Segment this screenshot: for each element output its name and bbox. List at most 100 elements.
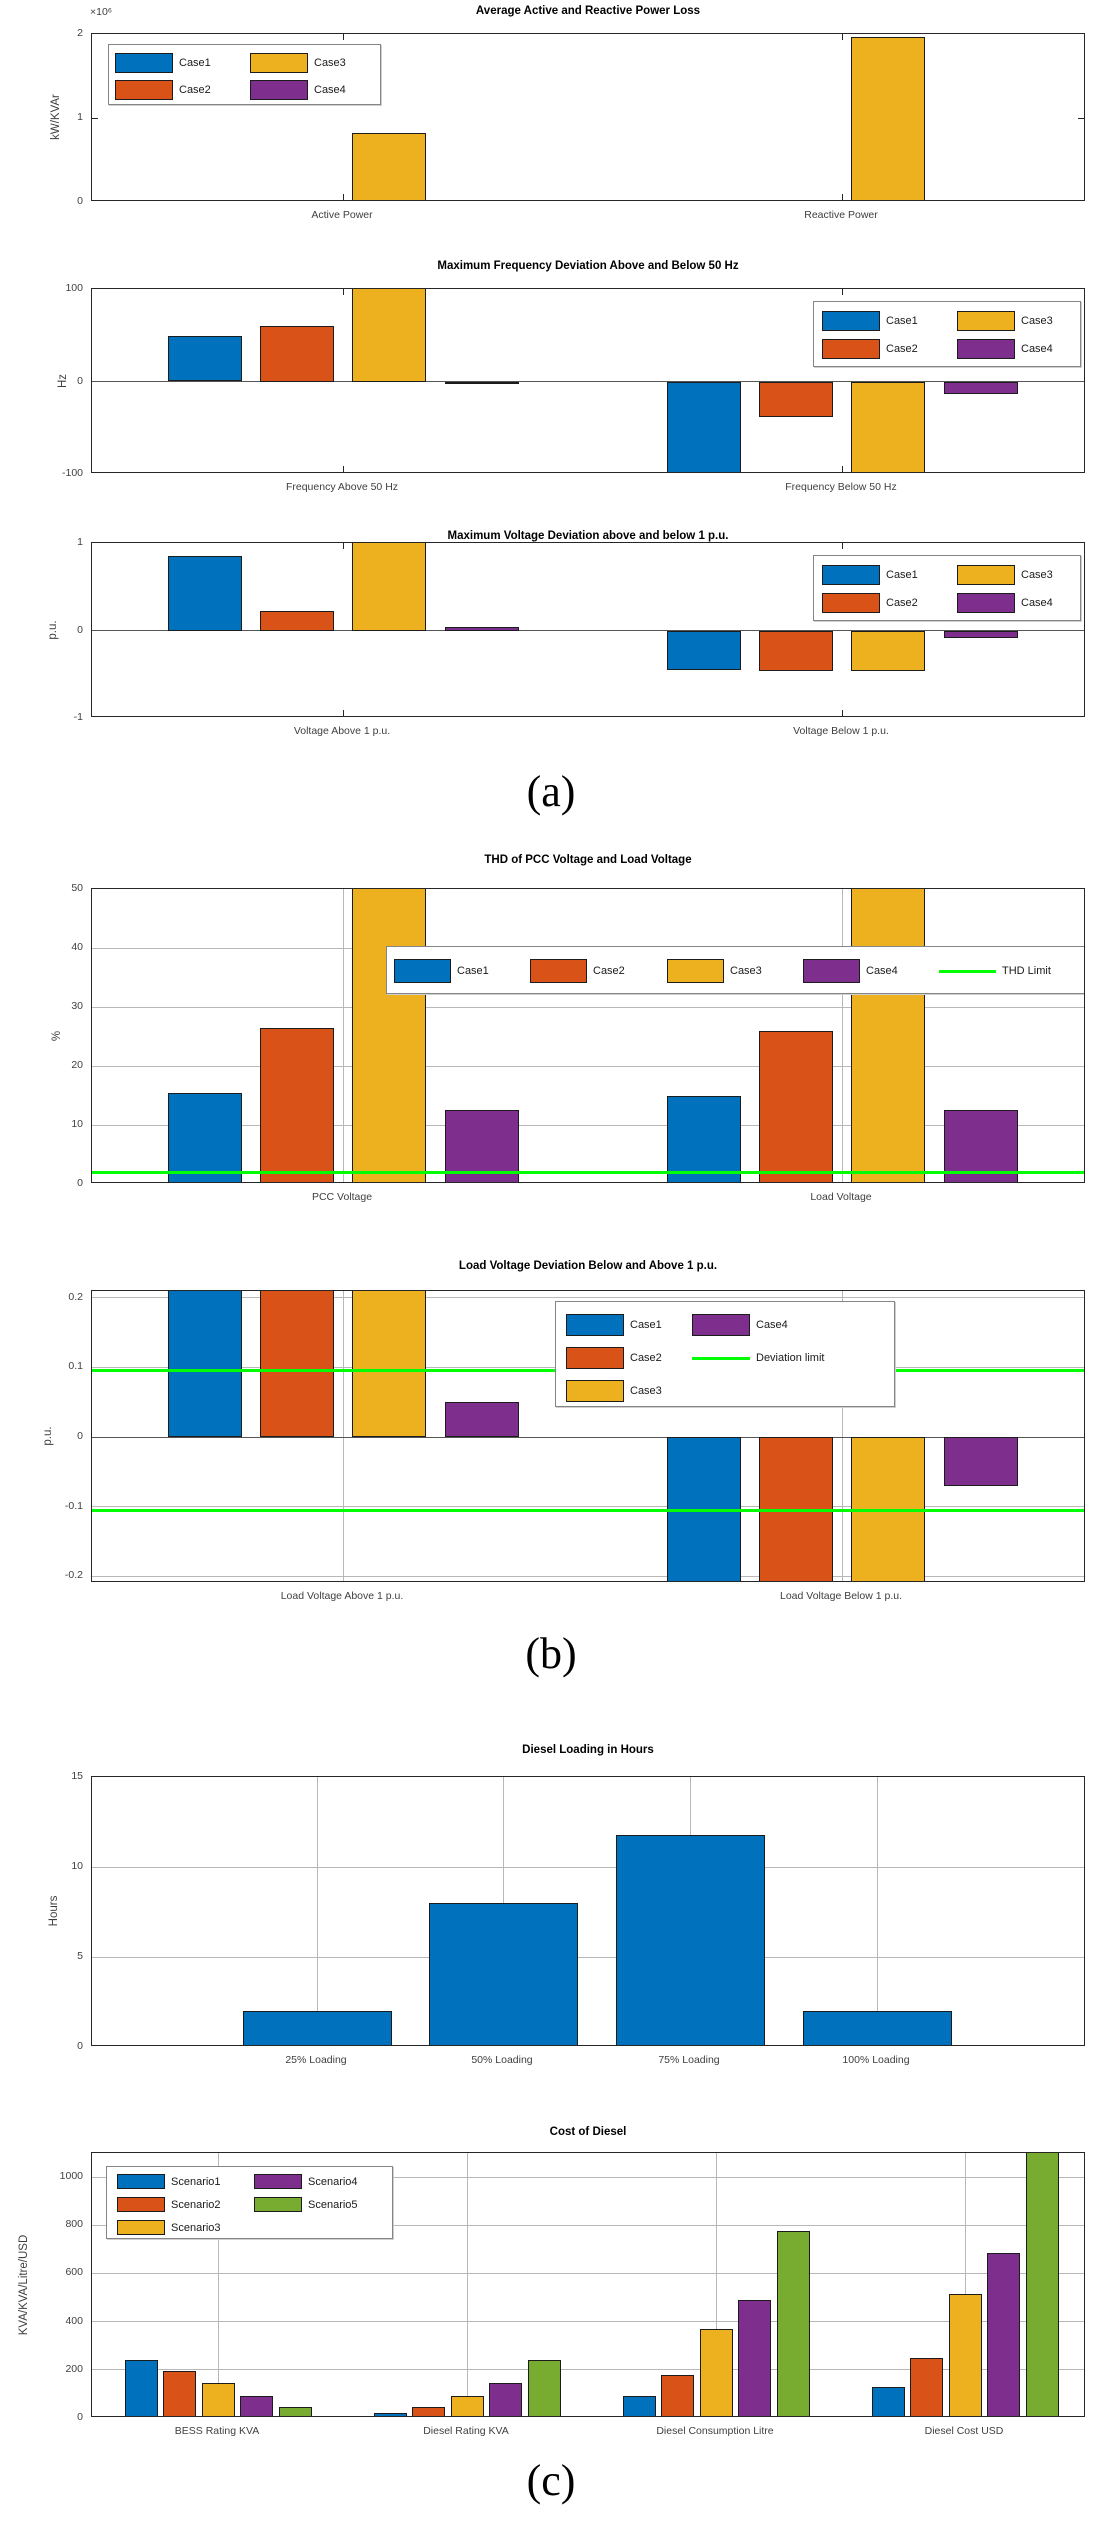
x-category-label: 25% Loading <box>285 2054 347 2066</box>
bar-case4-0 <box>444 1402 519 1437</box>
legend-swatch <box>117 2174 165 2189</box>
x-category-label: Diesel Rating KVA <box>423 2425 509 2437</box>
gridline-vertical <box>715 2153 717 2416</box>
zero-line <box>92 1436 1084 1438</box>
x-category-label: Diesel Consumption Litre <box>656 2425 774 2437</box>
x-category-label: 100% Loading <box>842 2054 910 2066</box>
x-tick-mark <box>342 543 344 549</box>
legend-label: Deviation limit <box>756 1352 825 1364</box>
legend-swatch <box>566 1314 624 1336</box>
chart-voltage-deviation-title: Maximum Voltage Deviation above and belo… <box>447 530 729 542</box>
bar-case4-1 <box>943 1437 1018 1486</box>
x-tick-mark <box>841 289 843 295</box>
legend-label: Case1 <box>179 57 211 69</box>
legend-swatch <box>530 959 587 983</box>
bar-case1-0 <box>167 556 242 631</box>
y-tick-label: 0 <box>77 374 83 387</box>
x-category-label: Diesel Cost USD <box>924 2425 1004 2437</box>
x-category-label: 50% Loading <box>471 2054 533 2066</box>
x-category-label: Reactive Power <box>804 209 878 221</box>
y-tick-label: 2 <box>77 27 83 39</box>
bar-scenario1-2 <box>622 2396 656 2416</box>
x-category-label: Frequency Above 50 Hz <box>285 481 399 493</box>
gridline-vertical <box>342 1291 344 1581</box>
y-tick-label: 30 <box>71 1000 83 1012</box>
legend-swatch <box>394 959 451 983</box>
legend-label: THD Limit <box>1002 965 1051 977</box>
y-tick-label: 600 <box>65 2266 83 2279</box>
legend-swatch <box>566 1380 624 1402</box>
bar-case4-1 <box>943 381 1018 394</box>
legend-swatch <box>957 565 1015 585</box>
y-tick-label: 400 <box>65 2314 83 2327</box>
chart-power-loss-title: Average Active and Reactive Power Loss <box>475 5 701 17</box>
bar-scenario4-2 <box>738 2299 771 2416</box>
bar-hours-3 <box>802 2011 952 2045</box>
y-tick-label: 200 <box>65 2362 83 2375</box>
legend-label: Scenario3 <box>171 2221 221 2234</box>
legend-swatch <box>822 565 880 585</box>
x-tick-mark <box>342 710 344 716</box>
y-tick-label: 0.1 <box>68 1360 83 1373</box>
x-category-label: Active Power <box>311 209 373 221</box>
legend-swatch <box>250 80 308 100</box>
legend-swatch <box>254 2174 302 2189</box>
gridline-horizontal <box>92 1575 1084 1577</box>
legend-label: Case4 <box>866 965 898 977</box>
bar-case3-0 <box>352 543 427 631</box>
gridline-vertical <box>217 2153 219 2416</box>
bar-case1-0 <box>167 1291 242 1437</box>
legend-label: Case3 <box>630 1385 662 1397</box>
gridline-horizontal <box>92 1124 1084 1126</box>
gridline-vertical <box>841 1291 843 1581</box>
bar-case3-0 <box>352 133 427 200</box>
y-tick-label: 0 <box>77 2040 83 2052</box>
x-tick-mark <box>342 466 344 472</box>
x-category-label: Load Voltage <box>810 1191 872 1203</box>
y-tick-label: 1 <box>77 536 83 548</box>
y-tick-label: 0 <box>77 1430 83 1442</box>
x-category-label: PCC Voltage <box>311 1191 373 1203</box>
gridline-horizontal <box>92 1006 1084 1008</box>
gridline-horizontal <box>92 1956 1084 1958</box>
bar-case3-0 <box>352 1291 427 1437</box>
x-category-label: Voltage Above 1 p.u. <box>293 725 391 737</box>
legend-swatch <box>822 339 880 359</box>
legend-swatch <box>957 311 1015 331</box>
legend-swatch <box>250 53 308 73</box>
y-tick-label: 15 <box>71 1770 83 1782</box>
legend-label: Case4 <box>1021 343 1053 355</box>
bar-case3-0 <box>352 889 427 1182</box>
bar-case4-1 <box>943 1110 1018 1182</box>
y-tick-label: 10 <box>71 1860 83 1872</box>
y-tick-label: -100 <box>61 467 83 479</box>
bar-scenario4-0 <box>240 2396 273 2416</box>
legend-label: Case3 <box>1021 569 1053 581</box>
x-tick-mark <box>841 34 843 40</box>
bar-case1-1 <box>666 630 741 670</box>
legend-swatch <box>822 311 880 331</box>
gridline-horizontal <box>92 2272 1084 2274</box>
bar-scenario3-3 <box>948 2293 982 2416</box>
x-tick-mark <box>342 194 344 200</box>
legend-swatch <box>957 593 1015 613</box>
legend-label: Scenario4 <box>308 2175 358 2188</box>
y-tick-label: 0.2 <box>68 1290 83 1303</box>
y-tick-label: 0 <box>77 623 83 636</box>
zero-line <box>92 381 1084 382</box>
gridline-horizontal <box>92 2224 1084 2226</box>
bar-scenario3-1 <box>450 2396 484 2416</box>
gridline-horizontal <box>92 2321 1084 2323</box>
y-tick-label: 10 <box>71 1118 83 1130</box>
legend-label: Case3 <box>730 965 762 977</box>
legend-label: Case2 <box>630 1352 662 1364</box>
bar-case2-0 <box>259 326 334 382</box>
x-tick-mark <box>841 466 843 472</box>
